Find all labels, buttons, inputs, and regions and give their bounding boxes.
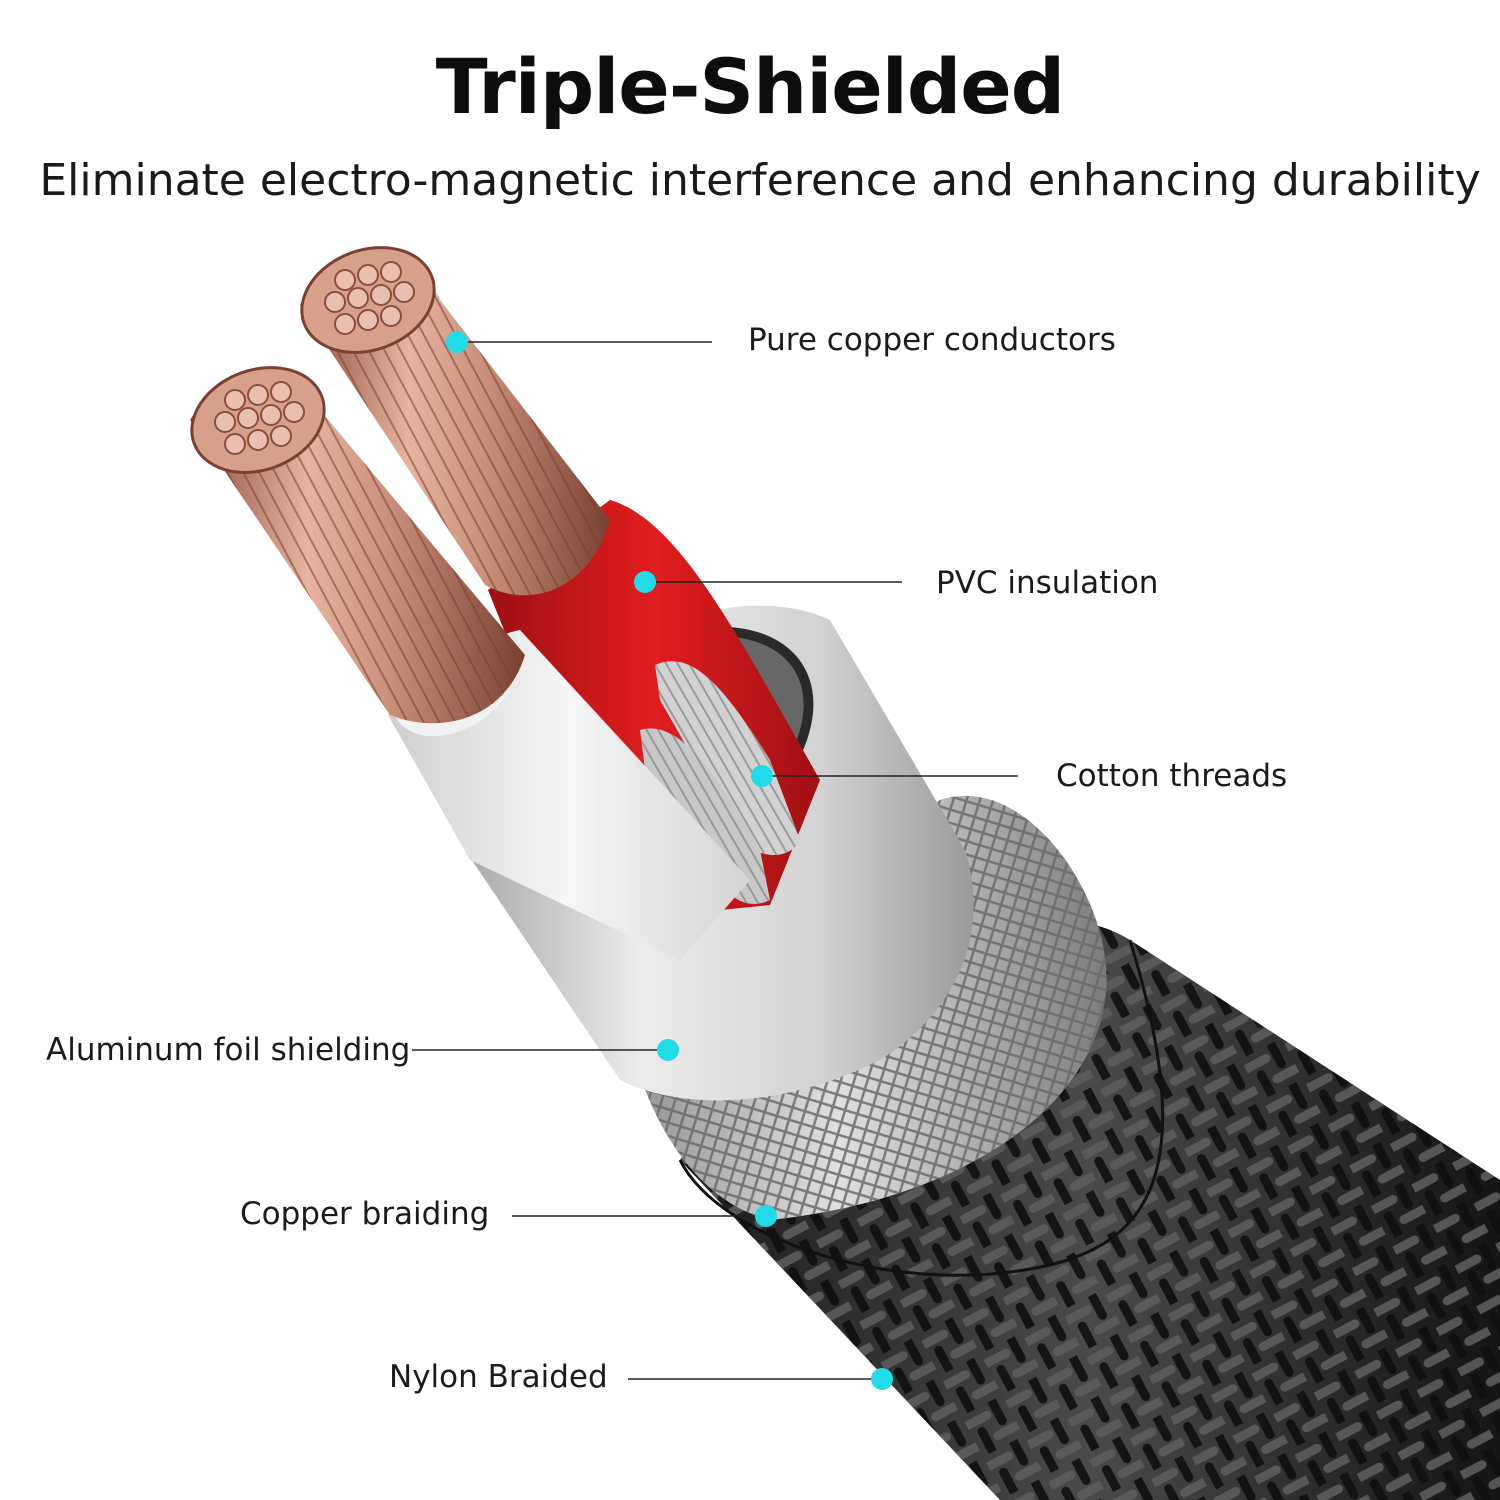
page-subtitle: Eliminate electro-magnetic interference … (39, 155, 1481, 206)
copper-conductor-back (300, 246, 610, 596)
page-title: Triple-Shielded (435, 42, 1065, 131)
cotton-threads (640, 661, 800, 904)
label-nylon-braided: Nylon Braided (389, 1359, 608, 1395)
callout-leaders (412, 341, 1018, 1380)
callout-dot-foil (657, 1039, 679, 1061)
label-copper-braiding: Copper braiding (240, 1196, 490, 1232)
label-aluminum-foil-shielding: Aluminum foil shielding (46, 1032, 411, 1068)
copper-conductor-front (190, 366, 525, 724)
callout-dot-cotton (751, 765, 773, 787)
callout-dots (446, 331, 893, 1390)
label-cotton-threads: Cotton threads (1056, 758, 1288, 794)
callout-dot-nylon (871, 1368, 893, 1390)
label-pvc-insulation: PVC insulation (936, 565, 1159, 601)
callout-dot-copper (446, 331, 468, 353)
label-pure-copper-conductors: Pure copper conductors (748, 322, 1116, 358)
callout-dot-braid (755, 1205, 777, 1227)
callout-dot-pvc (634, 571, 656, 593)
